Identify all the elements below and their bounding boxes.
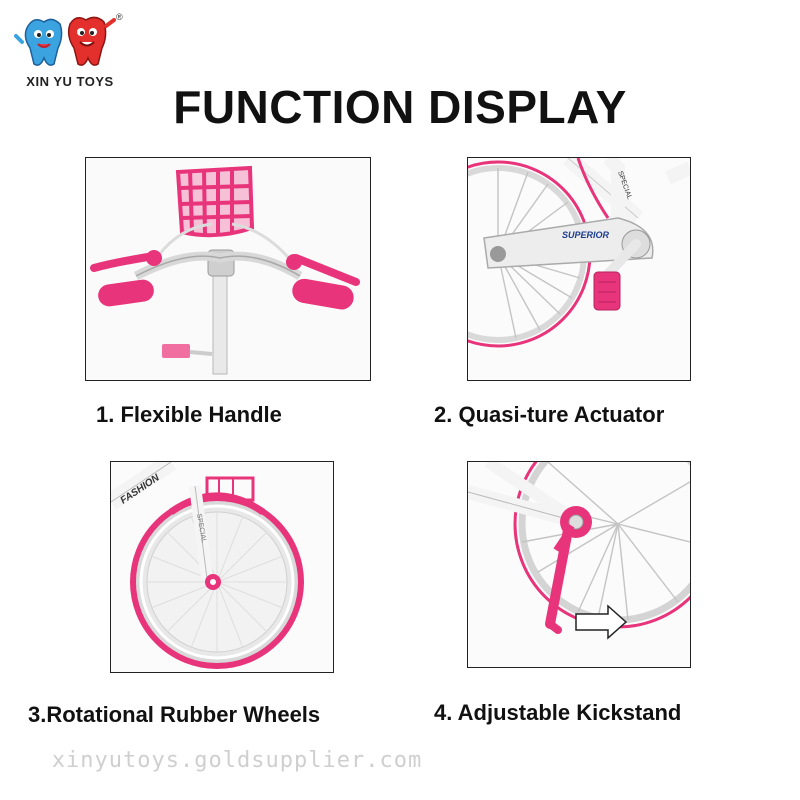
caption-1-number: 1. — [96, 402, 115, 427]
caption-3: 3.Rotational Rubber Wheels — [28, 702, 320, 728]
brand-logo: ® XIN YU TOYS — [14, 12, 126, 92]
handlebar-photo — [86, 158, 370, 380]
caption-1-label: Flexible Handle — [120, 402, 282, 427]
caption-3-number: 3. — [28, 702, 47, 727]
front-wheel-photo: FASHION SPECIAL — [111, 462, 333, 672]
brand-registered-mark: ® — [116, 12, 123, 22]
kickstand-photo — [468, 462, 690, 667]
right-arrow-icon — [575, 604, 628, 640]
caption-2-number: 2. — [434, 402, 453, 427]
superior-print: SUPERIOR — [562, 230, 610, 240]
watermark: xinyutoys.goldsupplier.com — [51, 748, 423, 773]
caption-2: 2. Quasi-ture Actuator — [434, 402, 664, 428]
caption-1: 1. Flexible Handle — [96, 402, 282, 428]
page-title: FUNCTION DISPLAY — [173, 81, 627, 133]
caption-4-number: 4. — [434, 700, 453, 725]
caption-4-label: Adjustable Kickstand — [457, 700, 682, 725]
chainring-photo: SUPERIOR SPECIAL — [468, 158, 690, 380]
mascots-icon — [14, 16, 116, 66]
photo-rubber-wheel: FASHION SPECIAL — [110, 461, 334, 673]
photo-actuator: SUPERIOR SPECIAL — [467, 157, 691, 381]
brand-name: XIN YU TOYS — [26, 74, 114, 89]
photo-kickstand — [467, 461, 691, 668]
caption-3-label: Rotational Rubber Wheels — [46, 702, 321, 727]
caption-2-label: Quasi-ture Actuator — [458, 402, 665, 427]
caption-4: 4. Adjustable Kickstand — [434, 700, 681, 726]
photo-flexible-handle — [85, 157, 371, 381]
